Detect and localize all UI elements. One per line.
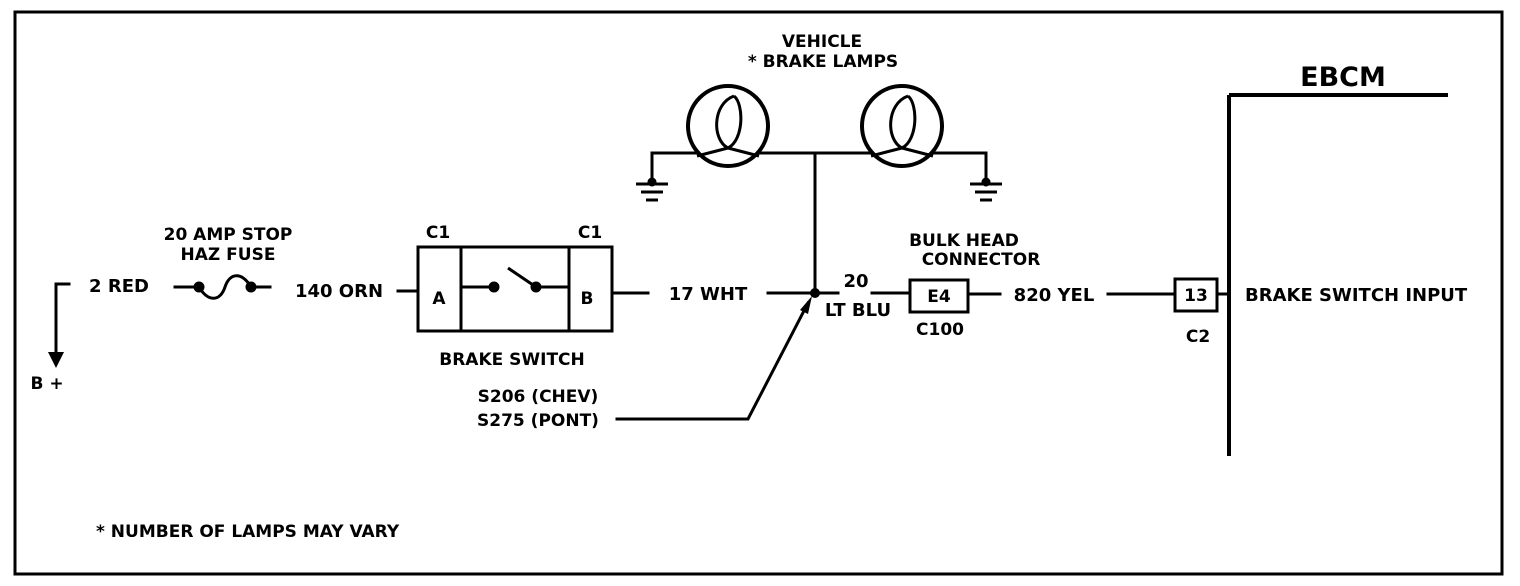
brake-switch-icon — [416, 245, 614, 333]
terminal-b-label: B — [581, 289, 594, 309]
c1-right-label: C1 — [578, 223, 602, 243]
splice-pont-label: S275 (PONT) — [477, 411, 599, 431]
terminal-13-label: 13 — [1184, 286, 1208, 306]
terminal-a-label: A — [432, 289, 446, 309]
fuse-icon — [193, 274, 257, 300]
fuse-label-line1: 20 AMP STOP — [164, 225, 293, 245]
bulkhead-label-line2: CONNECTOR — [922, 250, 1041, 270]
splice-point — [810, 288, 820, 298]
ground-right-icon — [970, 177, 1002, 202]
brake-switch-label: BRAKE SWITCH — [439, 350, 585, 370]
terminal-e4-label: E4 — [927, 287, 951, 307]
b-plus-label: B + — [30, 374, 63, 394]
lamp-right-icon — [860, 84, 944, 168]
splice-chev-label: S206 (CHEV) — [478, 387, 599, 407]
lt-blu-label: LT BLU — [825, 300, 891, 321]
diagram-border — [13, 10, 1504, 576]
fuse-label-line2: HAZ FUSE — [181, 245, 276, 265]
wire-17-wht-label: 17 WHT — [669, 284, 748, 305]
ebcm-block — [1227, 93, 1448, 456]
lamp-wiring — [650, 151, 988, 294]
lamp-left-icon — [686, 84, 770, 168]
arrow-down-icon — [48, 352, 64, 368]
arrow-icon — [800, 296, 812, 314]
wire-820-yel-label: 820 YEL — [1014, 285, 1095, 306]
ebcm-label: EBCM — [1300, 62, 1386, 93]
bulkhead-connector-icon — [908, 278, 970, 314]
bulkhead-label-line1: BULK HEAD — [909, 231, 1019, 251]
vehicle-label: VEHICLE — [782, 32, 862, 52]
wire-140-orn-label: 140 ORN — [295, 281, 383, 302]
c1-left-label: C1 — [426, 223, 450, 243]
footnote: * NUMBER OF LAMPS MAY VARY — [96, 522, 400, 542]
brake-lamps-label: * BRAKE LAMPS — [748, 52, 898, 72]
terminal-13-icon — [1173, 277, 1219, 313]
brake-switch-input-label: BRAKE SWITCH INPUT — [1245, 285, 1468, 306]
main-wiring — [54, 282, 1231, 421]
c100-label: C100 — [916, 320, 964, 340]
c2-label: C2 — [1186, 327, 1210, 347]
wire-20-label: 20 — [843, 271, 868, 292]
wire-2-red-label: 2 RED — [89, 276, 149, 297]
ground-left-icon — [636, 177, 668, 202]
